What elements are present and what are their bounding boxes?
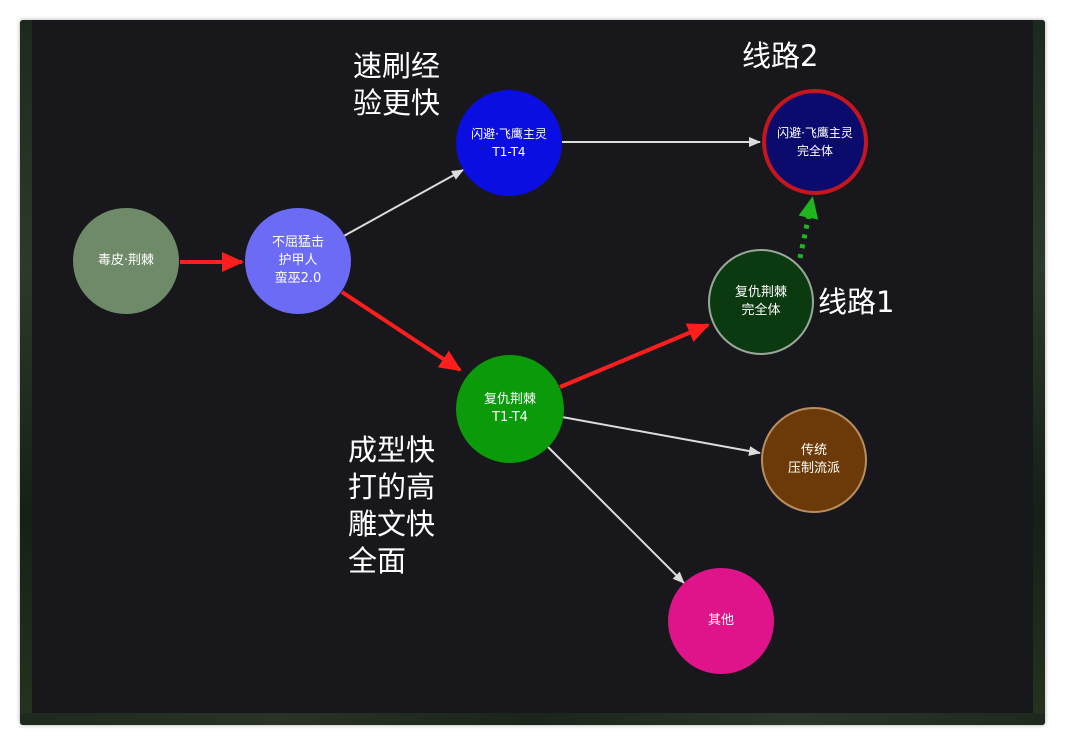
node-vengeance-thorns-full: 复仇荆棘 完全体 (708, 249, 814, 355)
edge-n2-n6 (340, 290, 462, 372)
node-unyielding-smash: 不屈猛击 护甲人 蛮巫2.0 (245, 208, 351, 314)
annotation-build-fast: 成型快 打的高 雕文快 全面 (348, 433, 436, 578)
node-evade-eagle-t1-t4: 闪避·飞鹰主灵 T1-T4 (456, 90, 562, 196)
node-vengeance-thorns-t1-t4: 复仇荆棘 T1-T4 (456, 355, 564, 463)
annotation-route2: 线路2 (742, 39, 819, 73)
edges-layer (180, 137, 819, 584)
annotation-route1: 线路1 (818, 285, 895, 319)
edge-n2-n3 (341, 169, 464, 238)
annotation-fast-xp: 速刷经 验更快 (353, 49, 441, 120)
diagram-frame: 毒皮·荆棘 不屈猛击 护甲人 蛮巫2.0 闪避·飞鹰主灵 T1-T4 闪避·飞鹰… (20, 20, 1045, 725)
edge-n6-n5 (559, 323, 710, 389)
edge-n5-n4 (797, 196, 819, 259)
node-evade-eagle-full: 闪避·飞鹰主灵 完全体 (762, 89, 868, 195)
edge-n6-n8 (547, 446, 685, 584)
background-edge-left (20, 20, 32, 725)
background-edge-bottom (20, 713, 1045, 725)
background-edge-right (1033, 20, 1045, 725)
node-traditional-suppression: 传统 压制流派 (761, 407, 867, 513)
edge-n6-n7 (561, 416, 761, 456)
node-poison-thorns: 毒皮·荆棘 (73, 208, 179, 314)
node-other: 其他 (668, 568, 774, 674)
